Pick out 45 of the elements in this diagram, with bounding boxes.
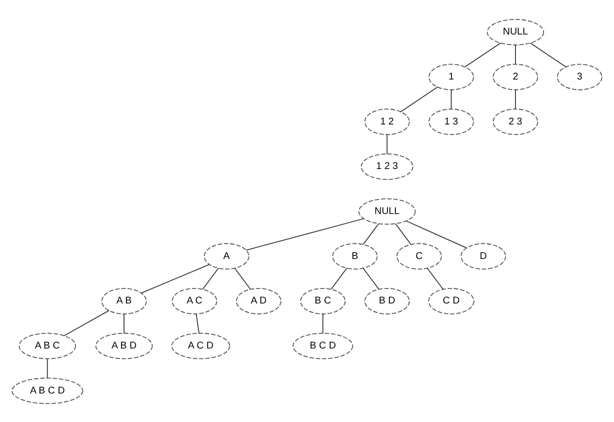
connector	[246, 218, 364, 250]
connector	[515, 88, 516, 110]
connector	[64, 310, 110, 336]
node-ellipse: A B C D	[12, 377, 84, 404]
connector	[202, 267, 219, 290]
node-ellipse: 1 2 3	[360, 152, 414, 180]
connector	[530, 42, 566, 67]
node-ellipse: A B C	[18, 332, 76, 359]
node-ellipse: A C D	[171, 332, 230, 359]
connector	[450, 88, 452, 110]
node-ellipse: A D	[236, 287, 282, 314]
connector	[400, 86, 438, 112]
connector	[322, 312, 324, 334]
node-ellipse: B C D	[292, 332, 354, 359]
node-ellipse: B	[332, 242, 378, 270]
node-ellipse: 3	[556, 63, 602, 90]
connector	[464, 42, 501, 67]
node-ellipse: NULL	[486, 18, 544, 45]
connector	[46, 358, 48, 378]
node-ellipse: 2 3	[492, 108, 538, 135]
connector	[330, 267, 348, 290]
connector	[196, 312, 200, 334]
connector	[140, 263, 210, 293]
connector	[426, 267, 444, 290]
connector	[234, 267, 251, 290]
connector	[362, 222, 380, 244]
node-ellipse: A C	[172, 287, 218, 314]
node-ellipse: B C	[300, 287, 346, 314]
node-ellipse: B D	[364, 287, 410, 314]
node-ellipse: A B D	[95, 332, 153, 359]
connector	[395, 222, 412, 244]
connector	[515, 44, 516, 64]
node-ellipse: 1 3	[428, 108, 474, 135]
node-ellipse: A B	[101, 287, 147, 314]
node-ellipse: C	[396, 242, 442, 270]
connector	[362, 267, 380, 290]
node-ellipse: 1	[428, 63, 474, 90]
node-ellipse: 1 2	[364, 108, 410, 135]
connector	[406, 220, 468, 248]
connector	[386, 134, 388, 154]
node-ellipse: D	[460, 242, 506, 270]
node-ellipse: NULL	[358, 198, 416, 224]
node-ellipse: A	[204, 242, 250, 270]
node-ellipse: C D	[428, 287, 474, 314]
node-ellipse: 2	[492, 63, 538, 90]
